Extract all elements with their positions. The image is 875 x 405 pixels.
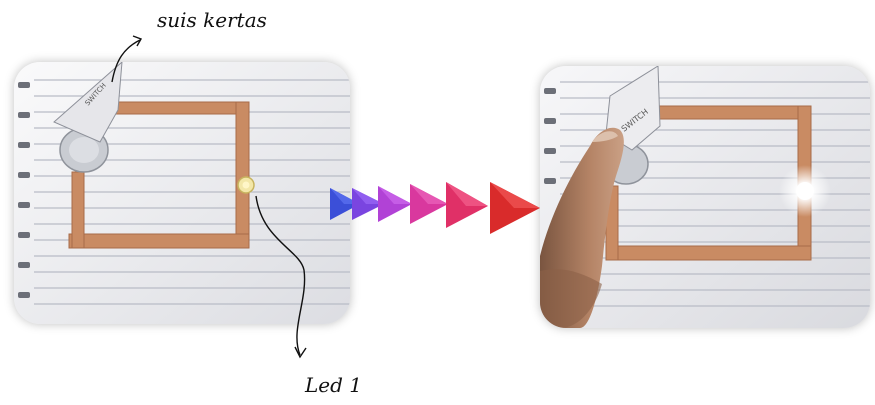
copper-tape-circuit <box>68 101 250 249</box>
notebook-page-illustration-off: SWITCH <box>14 62 350 324</box>
led-lit-icon <box>779 165 831 217</box>
transition-arrows <box>330 182 540 234</box>
triangle-arrow-icon <box>446 182 488 228</box>
label-paper-switch: suis kertas <box>157 8 267 32</box>
photo-circuit-off: SWITCH <box>14 62 350 324</box>
paper-switch-flap: SWITCH <box>605 66 661 151</box>
triangle-arrow-icon <box>378 186 412 222</box>
spiral-binding <box>18 82 30 298</box>
notebook-page-illustration-on: SWITCH <box>540 66 870 328</box>
triangle-arrow-icon <box>410 184 448 224</box>
triangle-arrow-icon <box>352 188 384 220</box>
led-icon <box>237 176 255 194</box>
triangle-arrow-icon <box>490 182 540 234</box>
curved-arrow-icon <box>255 195 307 359</box>
photo-circuit-on: SWITCH <box>540 66 870 328</box>
finger-pressing-switch <box>540 127 624 328</box>
label-led: Led 1 <box>305 373 363 397</box>
spiral-binding <box>544 88 556 184</box>
curved-arrow-icon <box>111 35 143 83</box>
